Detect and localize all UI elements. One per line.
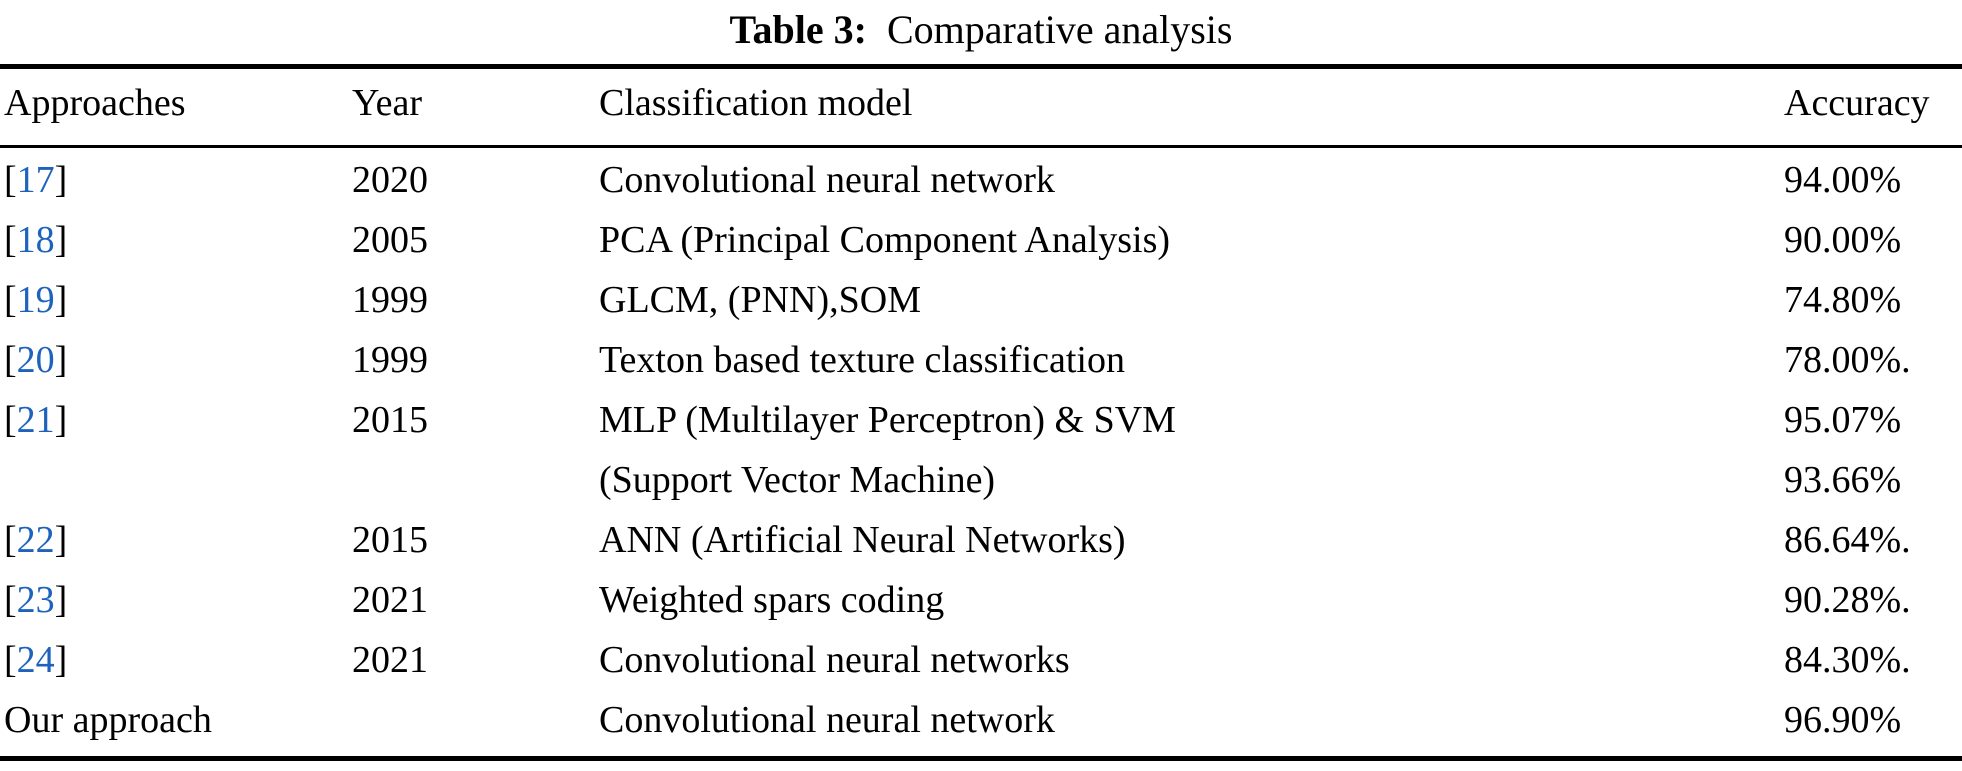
column-header-year: Year xyxy=(352,82,423,124)
table-row: [18] 2005 PCA (Principal Component Analy… xyxy=(0,210,1962,270)
table-body: [17] 2020 Convolutional neural network 9… xyxy=(0,148,1962,750)
approach-cell: [23] xyxy=(4,579,68,621)
model-cell: ANN (Artificial Neural Networks) xyxy=(599,519,1126,561)
table-row: [17] 2020 Convolutional neural network 9… xyxy=(0,150,1962,210)
table-bottom-rule xyxy=(0,756,1962,761)
approach-cell: [17] xyxy=(4,159,68,201)
table-row: [22] 2015 ANN (Artificial Neural Network… xyxy=(0,510,1962,570)
accuracy-cell: 94.00% xyxy=(1784,159,1902,201)
accuracy-cell: 78.00%. xyxy=(1784,339,1911,381)
table-row: [23] 2021 Weighted spars coding 90.28%. xyxy=(0,570,1962,630)
approach-cell: [20] xyxy=(4,339,68,381)
table-row: [24] 2021 Convolutional neural networks … xyxy=(0,630,1962,690)
model-cell: PCA (Principal Component Analysis) xyxy=(599,219,1171,261)
model-cell: Convolutional neural network xyxy=(599,159,1055,201)
approach-cell: [22] xyxy=(4,519,68,561)
accuracy-cell: 95.07%93.66% xyxy=(1784,399,1902,501)
year-cell: 1999 xyxy=(352,279,428,321)
table-row: [20] 1999 Texton based texture classific… xyxy=(0,330,1962,390)
approach-cell: [19] xyxy=(4,279,68,321)
caption-separator xyxy=(867,6,887,54)
year-cell: 2020 xyxy=(352,159,428,201)
table-header-rule xyxy=(0,145,1962,148)
accuracy-cell: 86.64%. xyxy=(1784,519,1911,561)
table-caption-label: Table 3: xyxy=(729,7,867,52)
year-cell xyxy=(348,690,595,750)
citation-link[interactable]: 20 xyxy=(16,339,55,381)
model-cell: MLP (Multilayer Perceptron) & SVM(Suppor… xyxy=(599,399,1176,501)
year-cell: 2015 xyxy=(352,399,428,441)
approach-cell: [24] xyxy=(4,639,68,681)
accuracy-cell: 90.00% xyxy=(1784,219,1902,261)
table-row: Our approach Convolutional neural networ… xyxy=(0,690,1962,750)
model-cell: GLCM, (PNN),SOM xyxy=(599,279,921,321)
year-cell: 2005 xyxy=(352,219,428,261)
model-cell: Convolutional neural network xyxy=(599,699,1055,741)
citation-link[interactable]: 18 xyxy=(16,219,55,261)
approach-cell: [18] xyxy=(4,219,68,261)
citation-link[interactable]: 22 xyxy=(16,519,55,561)
table-caption: Table 3: Comparative analysis xyxy=(0,0,1962,64)
column-header-accuracy: Accuracy xyxy=(1784,82,1930,124)
accuracy-cell: 90.28%. xyxy=(1784,579,1911,621)
table-caption-text: Comparative analysis xyxy=(886,7,1233,52)
citation-link[interactable]: 23 xyxy=(16,579,55,621)
model-cell: Texton based texture classification xyxy=(599,339,1125,381)
year-cell: 1999 xyxy=(352,339,428,381)
model-cell: Weighted spars coding xyxy=(599,579,945,621)
citation-link[interactable]: 21 xyxy=(16,399,55,441)
year-cell: 2021 xyxy=(352,579,428,621)
table-header-row: Approaches Year Classification model Acc… xyxy=(0,69,1962,145)
accuracy-cell: 84.30%. xyxy=(1784,639,1911,681)
year-cell: 2015 xyxy=(352,519,428,561)
year-cell: 2021 xyxy=(352,639,428,681)
approach-cell: Our approach xyxy=(4,699,212,741)
accuracy-cell: 96.90% xyxy=(1784,699,1902,741)
citation-link[interactable]: 24 xyxy=(16,639,55,681)
table-row: [19] 1999 GLCM, (PNN),SOM 74.80% xyxy=(0,270,1962,330)
approach-cell: [21] xyxy=(4,399,68,441)
citation-link[interactable]: 19 xyxy=(16,279,55,321)
accuracy-cell: 74.80% xyxy=(1784,279,1902,321)
model-cell: Convolutional neural networks xyxy=(599,639,1070,681)
column-header-classification-model: Classification model xyxy=(599,82,913,124)
citation-link[interactable]: 17 xyxy=(16,159,55,201)
table-top-rule xyxy=(0,64,1962,69)
column-header-approaches: Approaches xyxy=(4,82,186,124)
table-row: [21] 2015 MLP (Multilayer Perceptron) & … xyxy=(0,390,1962,510)
